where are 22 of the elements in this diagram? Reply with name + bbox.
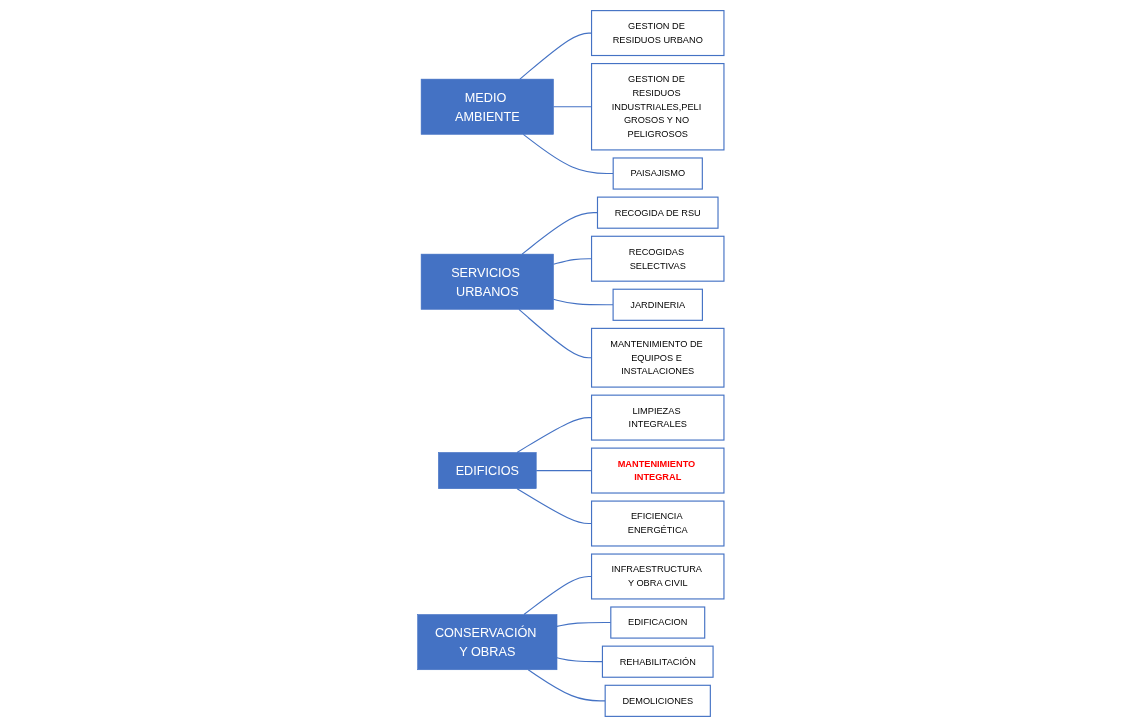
node-box: CONSERVACIÓN Y OBRAS xyxy=(417,614,558,671)
connector xyxy=(556,621,612,627)
node-box: JARDINERIA xyxy=(612,288,704,321)
node-box: RECOGIDAS SELECTIVAS xyxy=(591,235,725,282)
connector xyxy=(553,298,614,306)
node-box: REHABILITACIÓN xyxy=(602,645,714,678)
node-box: MANTENIMIENTO INTEGRAL xyxy=(591,447,725,494)
node-box: DEMOLICIONES xyxy=(604,684,712,717)
connector xyxy=(522,133,614,175)
node-box: GESTION DE RESIDUOS URBANO xyxy=(591,10,725,57)
node-box: EFICIENCIA ENERGÉTICA xyxy=(591,500,725,547)
node-box: EDIFICIOS xyxy=(438,452,537,489)
node-box: MANTENIMIENTO DE EQUIPOS E INSTALACIONES xyxy=(591,327,725,388)
node-box: SERVICIOS URBANOS xyxy=(421,253,554,310)
connector xyxy=(527,669,606,702)
node-box: INFRAESTRUCTURA Y OBRA CIVIL xyxy=(591,553,725,600)
node-box: GESTION DE RESIDUOS INDUSTRIALES,PELI GROSOS Y NO PELIGROSOS xyxy=(591,63,725,151)
node-box: PAISAJISMO xyxy=(612,157,704,190)
node-box: EDIFICACION xyxy=(610,606,706,639)
node-box: MEDIO AMBIENTE xyxy=(421,78,554,135)
node-box: LIMPIEZAS INTEGRALES xyxy=(591,394,725,441)
node-box: RECOGIDA DE RSU xyxy=(597,196,719,229)
